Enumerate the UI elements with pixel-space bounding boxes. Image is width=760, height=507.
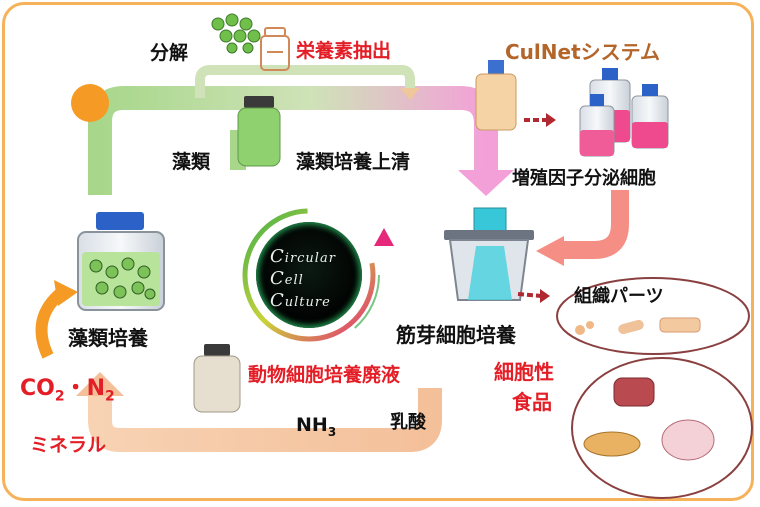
co2-sub: 2 xyxy=(54,388,65,405)
n2-sub: 2 xyxy=(105,388,115,405)
label-growth-factor-cells: 増殖因子分泌細胞 xyxy=(512,168,656,189)
tissue-parts-panel xyxy=(556,277,750,355)
waste-return-arrow xyxy=(76,372,442,452)
circular-cell-culture-logo: Circular Cell Culture xyxy=(256,222,362,328)
nutrient-jar-icon xyxy=(260,27,290,71)
label-minerals: ミネラル xyxy=(30,434,107,456)
label-lactic-acid: 乳酸 xyxy=(390,412,426,433)
label-cell-food-1: 細胞性 xyxy=(494,360,554,384)
logo-line-culture: Culture xyxy=(270,290,331,311)
co2-base: CO xyxy=(20,376,55,401)
label-nh3: NH3 xyxy=(296,416,336,438)
label-algae: 藻類 xyxy=(172,151,211,173)
growth-factor-vessels-icon xyxy=(579,68,669,157)
label-algae-supernatant: 藻類培養上清 xyxy=(296,151,411,173)
label-nutrient-extract: 栄養素抽出 xyxy=(296,40,392,62)
dot-separator: ・ xyxy=(64,376,87,401)
label-culnet-system: CulNetシステム xyxy=(505,40,661,64)
bioreactor-icon xyxy=(444,207,534,301)
sun-icon xyxy=(71,84,109,122)
label-muscle-culture: 筋芽細胞培養 xyxy=(396,323,516,347)
label-animal-waste: 動物細胞培養廃液 xyxy=(248,364,401,386)
small-arrow-icon xyxy=(524,113,556,127)
label-algae-culture: 藻類培養 xyxy=(68,326,148,350)
co2-uptake-arrow xyxy=(35,280,78,359)
growth-factor-arrow xyxy=(536,190,629,266)
arrow-to-parts-icon xyxy=(517,289,550,303)
cell-food-panel xyxy=(571,357,753,499)
algae-culture-vessel-icon xyxy=(77,212,165,311)
algae-bottle-icon xyxy=(237,96,281,167)
label-cell-food-2: 食品 xyxy=(512,390,552,414)
nh3-sub: 3 xyxy=(327,424,337,439)
top-flow-arrow xyxy=(88,65,514,196)
label-co2-n2: CO2・N2 xyxy=(20,376,115,405)
outer-frame xyxy=(2,2,754,501)
n2-base: N xyxy=(86,376,106,401)
logo-line-cell: Cell xyxy=(270,268,304,289)
nh3-base: NH xyxy=(296,414,328,436)
supernatant-bottle-icon xyxy=(475,60,517,131)
logo-line-circular: Circular xyxy=(270,246,336,267)
circular-culture-ring xyxy=(238,204,394,346)
waste-bottle-icon xyxy=(193,344,241,413)
algae-cells-icon xyxy=(211,13,261,54)
label-decompose: 分解 xyxy=(150,42,189,64)
label-tissue-parts: 組織パーツ xyxy=(574,286,664,307)
